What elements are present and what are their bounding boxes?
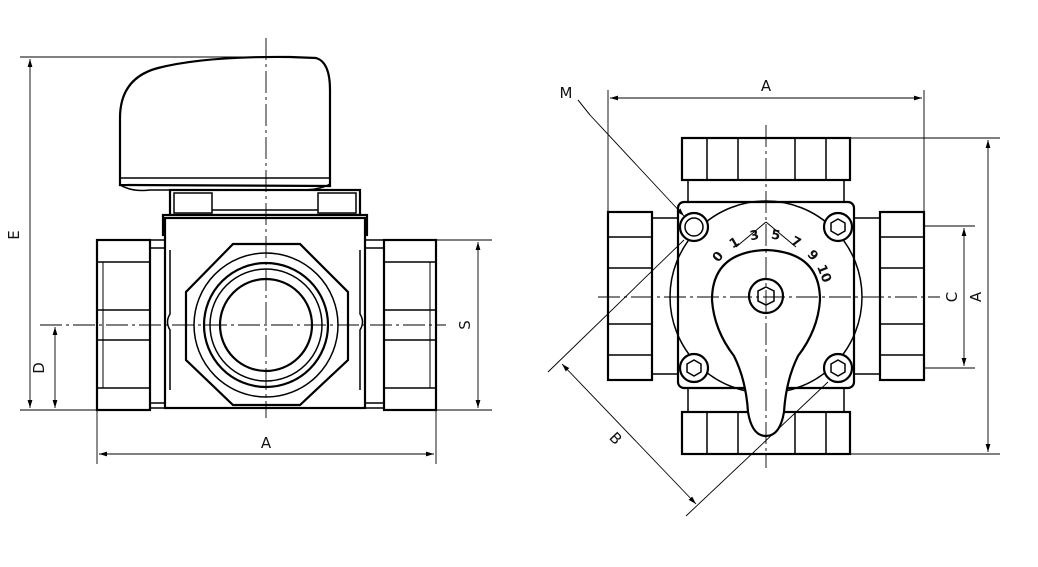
dim-M-leader bbox=[577, 99, 685, 217]
side-port-left bbox=[606, 210, 681, 382]
scale-mark-5: 5 bbox=[770, 228, 781, 244]
dim-D-label: D bbox=[30, 362, 48, 374]
dim-B-line bbox=[561, 363, 697, 505]
dim-C-label: C bbox=[943, 292, 961, 302]
dim-M-label: M bbox=[560, 84, 573, 102]
dim-E-label: E bbox=[5, 230, 23, 239]
scale-mark-10: 10 bbox=[813, 263, 834, 285]
actuator-handle bbox=[118, 55, 332, 188]
side-port-right bbox=[851, 210, 926, 382]
dim-S-label: S bbox=[456, 320, 474, 330]
dim-A-label: A bbox=[261, 434, 272, 452]
scale-mark-3: 3 bbox=[749, 228, 761, 244]
front-view: E D S A bbox=[5, 38, 492, 464]
dim-A-vertical-label: A bbox=[967, 291, 985, 302]
dim-A-top-label: A bbox=[761, 77, 772, 95]
dim-B-label: B bbox=[606, 429, 626, 449]
